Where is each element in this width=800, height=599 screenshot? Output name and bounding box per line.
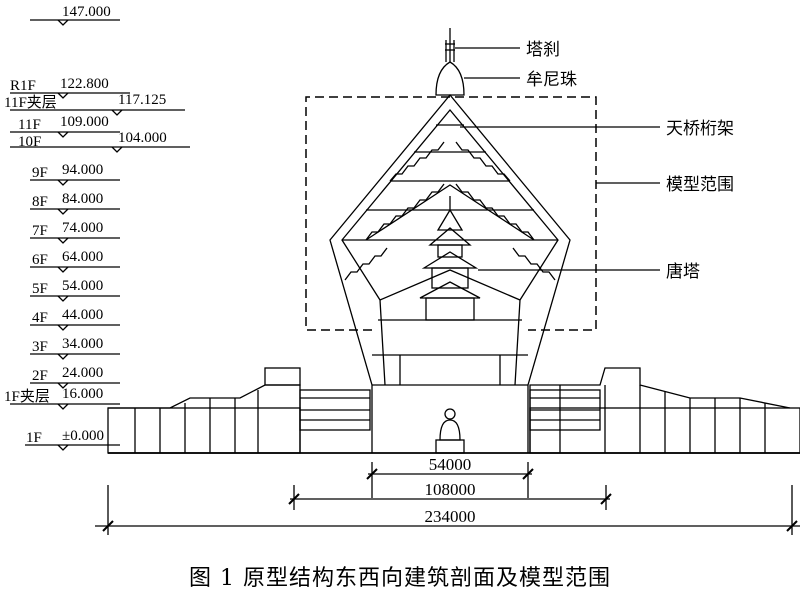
elev-name: 3F: [32, 339, 48, 355]
elev-value: 109.000: [60, 114, 109, 130]
elev-name: 1F夹层: [4, 388, 50, 405]
tang-pagoda: [419, 196, 481, 321]
elev-value: 44.000: [62, 307, 103, 323]
elev-name: 8F: [32, 194, 48, 210]
central-tower: [329, 28, 571, 453]
dimension-lines: [95, 462, 800, 535]
elev-name: 7F: [32, 223, 48, 239]
elev-value: 117.125: [118, 92, 166, 108]
elevation-markers: [10, 19, 190, 451]
elev-name: 11F夹层: [4, 94, 57, 111]
elev-value: 147.000: [62, 4, 111, 20]
dim-54000: 54000: [429, 455, 472, 474]
label-model-range: 模型范围: [666, 175, 734, 195]
elev-value: 24.000: [62, 365, 103, 381]
label-spire: 塔刹: [526, 40, 560, 60]
elev-name: 1F: [26, 430, 42, 446]
label-mani-pearl: 牟尼珠: [526, 70, 577, 90]
model-range-boundary: [305, 96, 597, 331]
label-tang-pagoda: 唐塔: [666, 261, 700, 282]
elev-name: 5F: [32, 281, 48, 297]
low-wing-right: [529, 367, 800, 454]
elev-value: 122.800: [60, 76, 109, 92]
elev-name: 9F: [32, 165, 48, 181]
low-wing-left: [107, 367, 371, 454]
callout-labels: 塔刹 牟尼珠 天桥桁架 模型范围 唐塔: [526, 40, 734, 282]
dim-234000: 234000: [425, 507, 476, 526]
elevation-texts: 147.000 R1F 122.800 11F夹层 117.125 11F 10…: [4, 4, 167, 446]
elev-value: 104.000: [118, 130, 167, 146]
elev-name: 11F: [18, 117, 41, 133]
elev-name: 6F: [32, 252, 48, 268]
elev-value: 64.000: [62, 249, 103, 265]
label-truss: 天桥桁架: [666, 119, 734, 139]
elev-value: 74.000: [62, 220, 103, 236]
figure-caption: 图 1 原型结构东西向建筑剖面及模型范围: [189, 566, 611, 591]
buddha-statue: [435, 408, 465, 454]
elev-name: 10F: [18, 134, 41, 150]
elev-value: 54.000: [62, 278, 103, 294]
elev-name: 4F: [32, 310, 48, 326]
elev-value: 16.000: [62, 386, 103, 402]
elev-name: R1F: [10, 78, 36, 94]
elev-name: 2F: [32, 368, 48, 384]
elev-value: 34.000: [62, 336, 103, 352]
leaders: [455, 47, 660, 271]
elev-value: 84.000: [62, 191, 103, 207]
dim-108000: 108000: [425, 480, 476, 499]
elev-value: 94.000: [62, 162, 103, 178]
dimension-texts: 54000 108000 234000: [425, 455, 476, 526]
elev-value: ±0.000: [62, 428, 104, 444]
